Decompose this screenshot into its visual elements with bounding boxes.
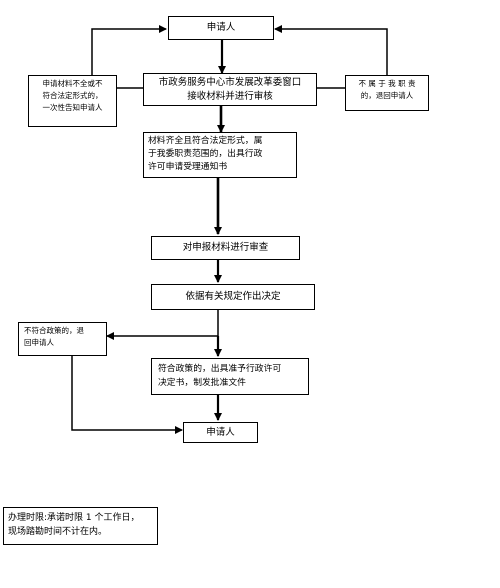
not-policy-box: 不符合政策的，退 回申请人: [18, 322, 107, 356]
note-line-1: 办理时限:承诺时限 1 个工作日，: [8, 513, 140, 523]
accept-line-3: 许可申请受理通知书: [148, 162, 228, 172]
accept-line-1: 材料齐全且符合法定形式，属: [148, 136, 263, 146]
decide-box: 依据有关规定作出决定: [151, 284, 315, 310]
note-line-2: 现场踏勘时间不计在内。: [8, 527, 108, 537]
not-policy-line-2: 回申请人: [24, 338, 54, 347]
decide-label: 依据有关规定作出决定: [185, 291, 281, 302]
approve-box: 符合政策的，出具准予行政许可 决定书，制发批准文件: [151, 358, 309, 395]
applicant-top-label: 申请人: [206, 22, 236, 33]
out-of-scope-box: 不 属 于 我 职 责 的，退回申请人: [345, 75, 429, 111]
out-of-scope-line-1: 不 属 于 我 职 责: [358, 79, 416, 88]
arrow-not-policy-to-applicant: [71, 356, 183, 434]
receive-line-1: 市政务服务中心市发展改革委窗口: [158, 76, 302, 88]
applicant-bottom-box: 申请人: [183, 422, 258, 443]
review-label: 对申报材料进行审查: [182, 242, 269, 253]
review-box: 对申报材料进行审查: [151, 236, 300, 260]
applicant-top-box: 申请人: [168, 16, 274, 40]
accept-box: 材料齐全且符合法定形式，属 于我委职责范围的，出具行政 许可申请受理通知书: [143, 132, 297, 178]
not-policy-line-1: 不符合政策的，退: [24, 326, 84, 335]
out-of-scope-line-2: 的，退回申请人: [360, 91, 414, 100]
approve-line-1: 符合政策的，出具准予行政许可: [158, 364, 282, 374]
incomplete-line-3: 一次性告知申请人: [42, 103, 103, 112]
arrow-out-of-scope-to-applicant: [274, 25, 388, 75]
approve-line-2: 决定书，制发批准文件: [158, 378, 246, 388]
incomplete-line-1: 申请材料不全或不: [42, 79, 103, 88]
receive-box: 市政务服务中心市发展改革委窗口 接收材料并进行审核: [143, 73, 317, 106]
incomplete-box: 申请材料不全或不 符合法定形式的， 一次性告知申请人: [28, 75, 117, 127]
applicant-bottom-label: 申请人: [206, 426, 235, 438]
incomplete-line-2: 符合法定形式的，: [42, 91, 103, 100]
accept-line-2: 于我委职责范围的，出具行政: [148, 149, 263, 159]
time-limit-note: 办理时限:承诺时限 1 个工作日， 现场踏勘时间不计在内。: [3, 507, 158, 545]
receive-line-2: 接收材料并进行审核: [187, 90, 273, 102]
arrow-incomplete-to-applicant: [91, 25, 167, 75]
